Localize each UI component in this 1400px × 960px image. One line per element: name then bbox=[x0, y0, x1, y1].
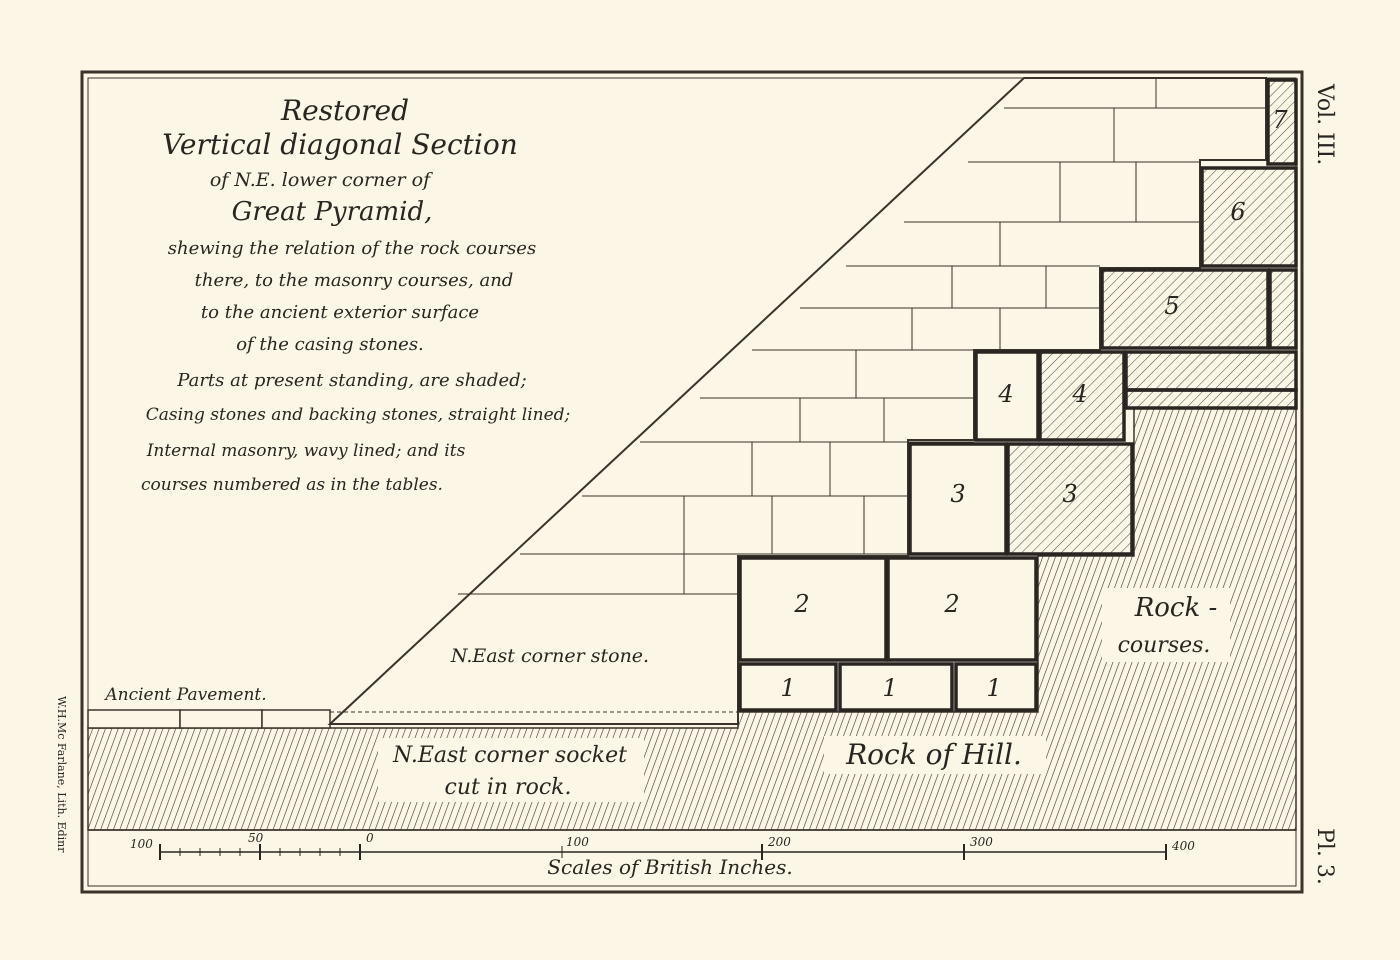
rock-of-hill-label: Rock of Hill. bbox=[845, 738, 1022, 771]
title-line-2: Vertical diagonal Section bbox=[162, 128, 518, 161]
course-4-stone-b bbox=[1038, 350, 1126, 442]
legend-line-4: courses numbered as in the tables. bbox=[141, 475, 443, 495]
course-3-stone-a bbox=[908, 442, 1008, 556]
casing-slope bbox=[327, 77, 1267, 725]
title-line-4: Great Pyramid, bbox=[232, 197, 433, 227]
title-line-1: Restored bbox=[280, 94, 409, 127]
ancient-pavement-label: Ancient Pavement. bbox=[103, 685, 266, 705]
title-block: Restored Vertical diagonal Section of N.… bbox=[141, 94, 570, 495]
course-num-3b: 3 bbox=[1062, 480, 1077, 508]
lithographer-credit: W.H.Mc Farlane, Lith. Edinr bbox=[55, 696, 68, 853]
course-num-2b: 2 bbox=[943, 590, 959, 618]
internal-masonry bbox=[738, 78, 1298, 712]
scale-tick-100: 100 bbox=[566, 835, 589, 849]
title-line-7: to the ancient exterior surface bbox=[201, 302, 479, 323]
course-num-1a: 1 bbox=[780, 674, 795, 702]
title-line-8: of the casing stones. bbox=[236, 334, 424, 355]
casing-course-lines bbox=[458, 78, 1266, 595]
rock-courses-label-box: Rock - courses. bbox=[1102, 588, 1230, 662]
socket-label-box: N.East corner socket cut in rock. bbox=[378, 738, 644, 802]
title-line-6: there, to the masonry courses, and bbox=[195, 270, 514, 291]
course-num-1b: 1 bbox=[882, 674, 897, 702]
course-7-stone bbox=[1266, 78, 1298, 166]
legend-line-2: Casing stones and backing stones, straig… bbox=[146, 405, 571, 425]
rock-courses-label-line-2: courses. bbox=[1118, 633, 1211, 658]
course-num-1c: 1 bbox=[986, 674, 1001, 702]
course-num-2a: 2 bbox=[793, 590, 809, 618]
course-num-5: 5 bbox=[1164, 292, 1179, 320]
course-num-4b: 4 bbox=[1071, 380, 1087, 408]
course-num-7: 7 bbox=[1272, 106, 1288, 134]
plate-number-label: Pl. 3. bbox=[1312, 828, 1337, 885]
socket-label-line-2: cut in rock. bbox=[445, 775, 572, 800]
title-line-3: of N.E. lower corner of bbox=[210, 169, 433, 191]
volume-label: Vol. III. bbox=[1312, 83, 1337, 165]
course-6-stone bbox=[1200, 166, 1298, 268]
title-line-5: shewing the relation of the rock courses bbox=[168, 238, 536, 259]
rock-courses-label-line-1: Rock - bbox=[1134, 593, 1218, 623]
legend-line-1: Parts at present standing, are shaded; bbox=[176, 370, 526, 391]
course-numbers: 1 1 1 2 2 3 3 4 4 5 6 7 bbox=[780, 106, 1288, 702]
legend-line-3: Internal masonry, wavy lined; and its bbox=[146, 441, 466, 461]
course-num-6: 6 bbox=[1230, 198, 1245, 226]
course-4-stone-a bbox=[974, 350, 1040, 442]
course-3-stone-b bbox=[1006, 442, 1134, 556]
course-2-stone-a bbox=[738, 556, 888, 662]
course-4b-filler bbox=[1124, 350, 1298, 392]
scale-bar bbox=[159, 844, 1167, 860]
scale-tick-300: 300 bbox=[970, 835, 993, 849]
course-num-4a: 4 bbox=[997, 380, 1013, 408]
scale-tick-labels: 100 50 0 100 200 300 400 bbox=[130, 831, 1195, 853]
course-num-3a: 3 bbox=[950, 480, 965, 508]
course-5-stone bbox=[1100, 268, 1270, 350]
scale-tick-400: 400 bbox=[1171, 839, 1195, 853]
course-5-stone-edge bbox=[1268, 268, 1298, 350]
scale-tick-50: 50 bbox=[248, 831, 264, 845]
corner-stone-label: N.East corner stone. bbox=[450, 645, 649, 667]
course-2-stone-b bbox=[886, 556, 1038, 662]
rock-of-hill-label-box: Rock of Hill. bbox=[824, 736, 1046, 774]
course-1-stone-c bbox=[954, 662, 1038, 712]
scale-tick-100-left: 100 bbox=[130, 837, 153, 851]
scale-title: Scales of British Inches. bbox=[547, 855, 792, 879]
course-1-stone-a bbox=[738, 662, 838, 712]
course-1-stone-b bbox=[838, 662, 954, 712]
socket-label-line-1: N.East corner socket bbox=[392, 743, 627, 768]
ancient-pavement bbox=[87, 709, 331, 729]
scale-tick-0: 0 bbox=[366, 831, 374, 845]
course-4b-filler-low bbox=[1124, 388, 1298, 410]
scale-tick-200: 200 bbox=[767, 835, 791, 849]
